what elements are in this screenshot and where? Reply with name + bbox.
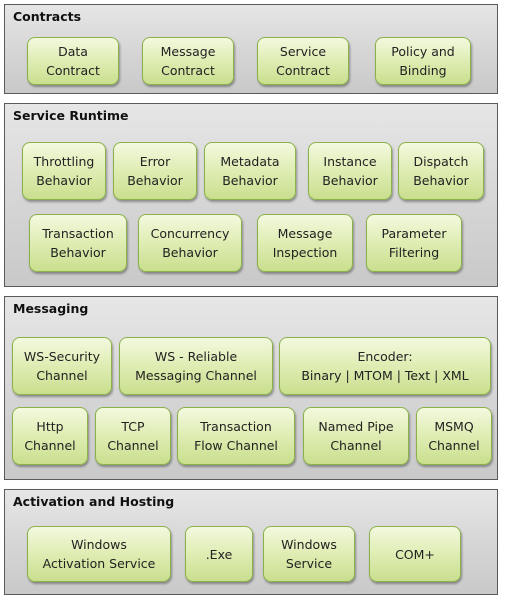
encoder-box: Encoder: Binary | MTOM | Text | XML <box>279 337 491 395</box>
tcp-channel-box: TCP Channel <box>95 407 171 465</box>
windows-service-box: Windows Service <box>263 526 355 582</box>
throttling-behavior-box: Throttling Behavior <box>22 142 106 200</box>
transaction-flow-channel-box: Transaction Flow Channel <box>177 407 295 465</box>
parameter-filtering-box: Parameter Filtering <box>366 214 462 272</box>
error-behavior-box: Error Behavior <box>113 142 197 200</box>
policy-binding-box: Policy and Binding <box>375 37 471 85</box>
http-channel-box: Http Channel <box>12 407 88 465</box>
layer-title: Service Runtime <box>13 108 129 123</box>
ws-security-channel-box: WS-Security Channel <box>12 337 112 395</box>
layer-title: Messaging <box>13 301 89 316</box>
metadata-behavior-box: Metadata Behavior <box>204 142 296 200</box>
windows-activation-service-box: Windows Activation Service <box>27 526 171 582</box>
com-plus-box: COM+ <box>369 526 461 582</box>
instance-behavior-box: Instance Behavior <box>308 142 392 200</box>
msmq-channel-box: MSMQ Channel <box>416 407 492 465</box>
named-pipe-channel-box: Named Pipe Channel <box>303 407 409 465</box>
ws-reliable-messaging-channel-box: WS - Reliable Messaging Channel <box>119 337 273 395</box>
layer-contracts: Contracts Data Contract Message Contract… <box>4 4 498 94</box>
transaction-behavior-box: Transaction Behavior <box>29 214 127 272</box>
exe-box: .Exe <box>185 526 253 582</box>
message-inspection-box: Message Inspection <box>257 214 353 272</box>
concurrency-behavior-box: Concurrency Behavior <box>138 214 242 272</box>
layer-activation-hosting: Activation and Hosting Windows Activatio… <box>4 489 498 595</box>
dispatch-behavior-box: Dispatch Behavior <box>398 142 484 200</box>
service-contract-box: Service Contract <box>257 37 349 85</box>
message-contract-box: Message Contract <box>142 37 234 85</box>
layer-service-runtime: Service Runtime Throttling Behavior Erro… <box>4 103 498 287</box>
layer-messaging: Messaging WS-Security Channel WS - Relia… <box>4 296 498 480</box>
layer-title: Activation and Hosting <box>13 494 175 509</box>
data-contract-box: Data Contract <box>27 37 119 85</box>
layer-title: Contracts <box>13 9 82 24</box>
